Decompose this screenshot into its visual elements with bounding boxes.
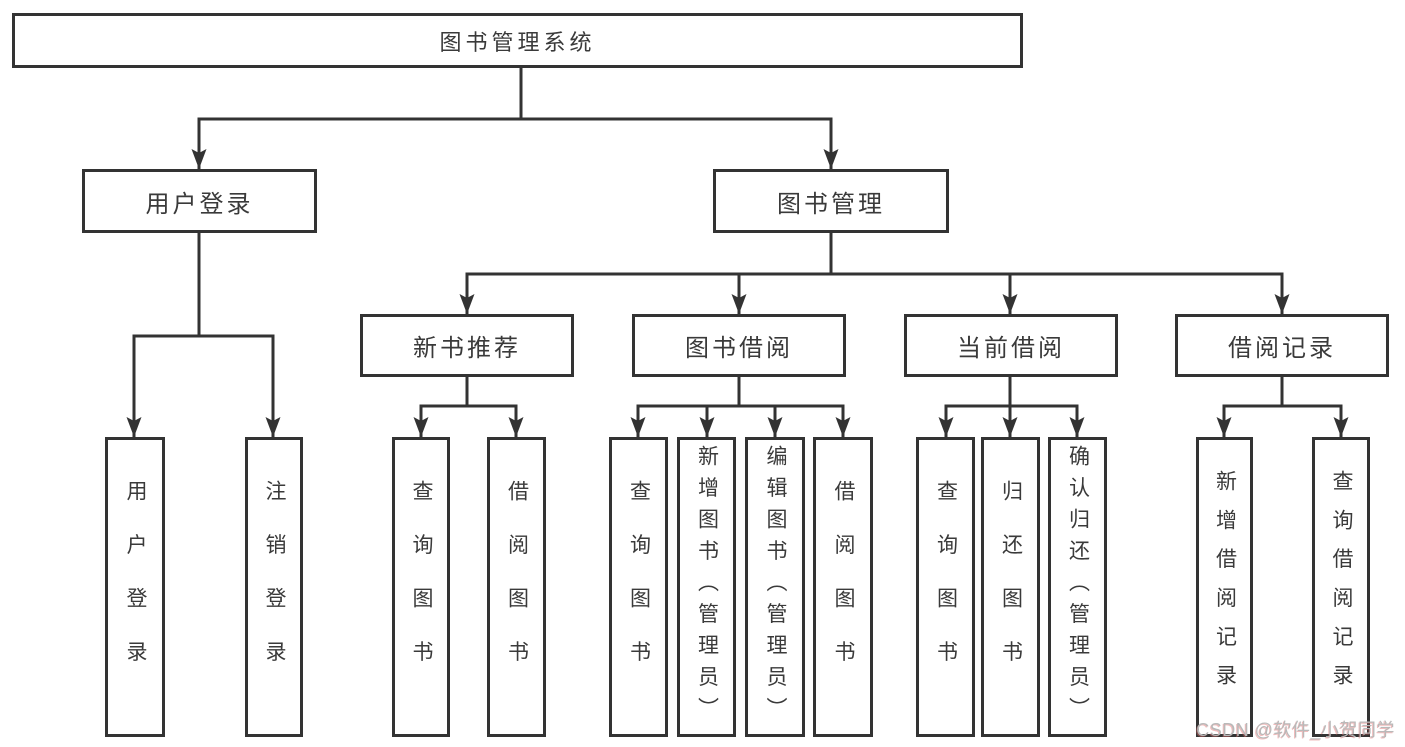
node-label: 新书推荐 xyxy=(413,335,521,362)
arrowhead-icon xyxy=(938,417,954,437)
leaf-user-login: 用户登录 xyxy=(105,437,165,737)
node-label: 新增图书（管理员） xyxy=(695,445,719,729)
leaf-borrow-add-book-admin: 新增图书（管理员） xyxy=(677,437,736,737)
arrowhead-icon xyxy=(459,294,475,314)
connector-root xyxy=(191,68,839,169)
leaf-borrow-query-book: 查询图书 xyxy=(609,437,668,737)
connector-current-borrow xyxy=(938,377,1085,437)
node-label: 查询图书 xyxy=(934,479,958,695)
leaf-record-add: 新增借阅记录 xyxy=(1196,437,1253,737)
node-label: 归还图书 xyxy=(999,479,1023,695)
connector-borrow-records xyxy=(1216,377,1349,437)
leaf-record-query: 查询借阅记录 xyxy=(1312,437,1370,737)
arrowhead-icon xyxy=(1002,417,1018,437)
arrowhead-icon xyxy=(835,417,851,437)
node-current-borrow: 当前借阅 xyxy=(904,314,1118,377)
node-library-system: 图书管理系统 xyxy=(12,13,1023,68)
node-new-book-recommend: 新书推荐 xyxy=(360,314,574,377)
connector-new-book-recommend xyxy=(413,377,524,437)
csdn-watermark: CSDN @软件_小贺同学 xyxy=(1196,720,1395,740)
leaf-borrow-edit-book-admin: 编辑图书（管理员） xyxy=(745,437,805,737)
node-label: 确认归还（管理员） xyxy=(1066,445,1090,729)
node-label: 查询借阅记录 xyxy=(1330,470,1354,704)
node-label: 编辑图书（管理员） xyxy=(764,445,788,729)
node-label: 查询图书 xyxy=(410,479,434,695)
arrowhead-icon xyxy=(823,149,839,169)
arrowhead-icon xyxy=(126,417,142,437)
connector-book-management xyxy=(459,233,1290,314)
connector-user-login xyxy=(126,233,281,437)
node-label: 图书管理 xyxy=(777,190,885,218)
leaf-current-return-book: 归还图书 xyxy=(981,437,1040,737)
node-label: 图书借阅 xyxy=(685,335,793,362)
node-label: 借阅图书 xyxy=(832,479,856,695)
arrowhead-icon xyxy=(265,417,281,437)
leaf-current-confirm-return-admin: 确认归还（管理员） xyxy=(1048,437,1107,737)
arrowhead-icon xyxy=(767,417,783,437)
node-label: 用户登录 xyxy=(145,190,254,218)
node-label: 图书管理系统 xyxy=(439,29,596,55)
arrowhead-icon xyxy=(508,417,524,437)
arrowhead-icon xyxy=(699,417,715,437)
node-label: 注销登录 xyxy=(263,479,287,695)
arrowhead-icon xyxy=(1002,294,1018,314)
arrowhead-icon xyxy=(1274,294,1290,314)
leaf-logout: 注销登录 xyxy=(245,437,303,737)
arrowhead-icon xyxy=(630,417,646,437)
leaf-borrow-borrow-book: 借阅图书 xyxy=(813,437,873,737)
node-book-borrow: 图书借阅 xyxy=(632,314,846,377)
node-label: 用户登录 xyxy=(124,479,148,695)
node-label: 当前借阅 xyxy=(957,335,1065,362)
arrowhead-icon xyxy=(1333,417,1349,437)
leaf-current-query-book: 查询图书 xyxy=(916,437,975,737)
arrowhead-icon xyxy=(1216,417,1232,437)
arrowhead-icon xyxy=(1069,417,1085,437)
node-label: 借阅记录 xyxy=(1228,335,1336,362)
node-label: 借阅图书 xyxy=(505,479,529,695)
node-label: 新增借阅记录 xyxy=(1213,470,1237,704)
node-label: 查询图书 xyxy=(627,479,651,695)
node-book-management: 图书管理 xyxy=(713,169,949,233)
connector-book-borrow xyxy=(630,377,851,437)
leaf-recommend-borrow-book: 借阅图书 xyxy=(487,437,546,737)
arrowhead-icon xyxy=(191,149,207,169)
leaf-recommend-query-book: 查询图书 xyxy=(392,437,450,737)
node-borrow-records: 借阅记录 xyxy=(1175,314,1389,377)
arrowhead-icon xyxy=(413,417,429,437)
node-user-login: 用户登录 xyxy=(82,169,317,233)
arrowhead-icon xyxy=(731,294,747,314)
